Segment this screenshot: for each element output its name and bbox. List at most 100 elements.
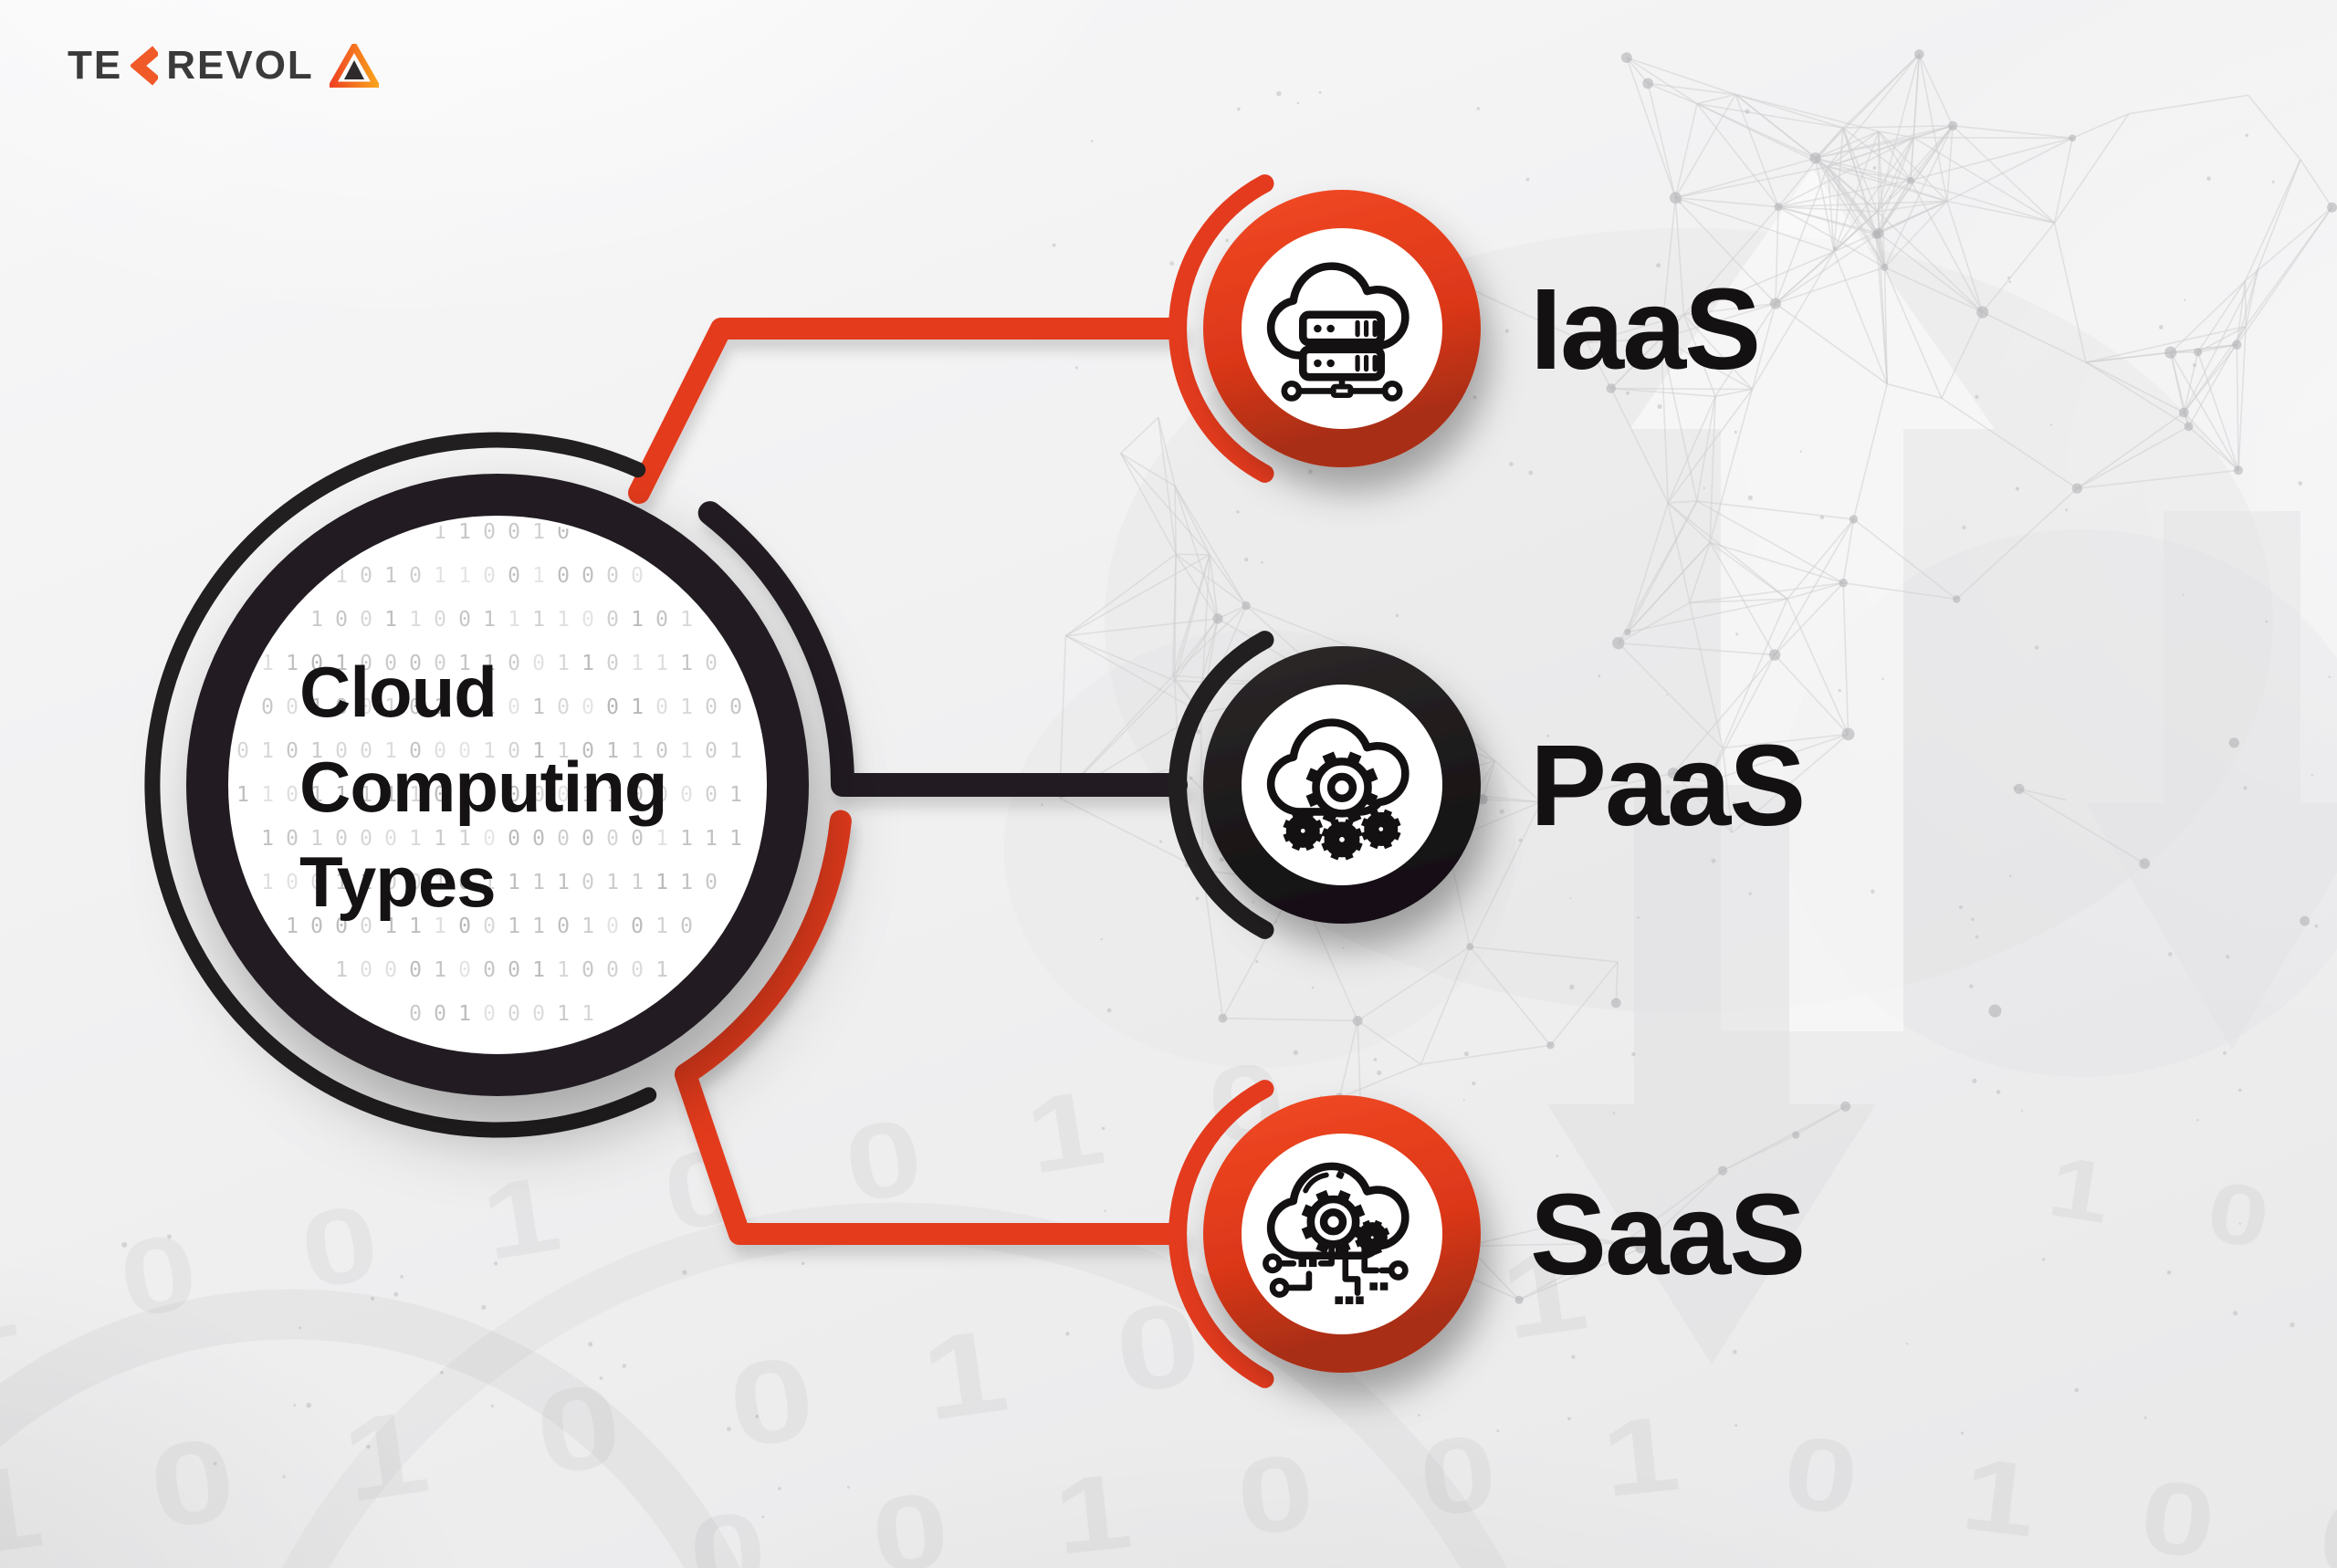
svg-text:0: 0 (458, 958, 471, 982)
svg-text:1: 1 (508, 871, 520, 894)
svg-text:1: 1 (729, 739, 742, 763)
svg-text:1: 1 (557, 958, 570, 982)
svg-text:0: 0 (508, 739, 520, 763)
svg-text:1: 1 (705, 827, 718, 851)
brand-chevron-icon (131, 46, 159, 86)
svg-text:1: 1 (409, 783, 422, 807)
svg-text:0: 0 (582, 827, 594, 851)
svg-text:0: 0 (360, 958, 372, 982)
svg-text:0: 0 (606, 827, 619, 851)
svg-text:0: 0 (557, 827, 570, 851)
svg-text:0: 0 (286, 783, 299, 807)
svg-text:1: 1 (631, 695, 644, 719)
svg-text:1: 1 (434, 564, 446, 588)
svg-text:0: 0 (655, 739, 668, 763)
svg-text:0: 0 (384, 827, 397, 851)
svg-text:1: 1 (236, 783, 249, 807)
svg-text:1: 1 (384, 783, 397, 807)
svg-text:1: 1 (729, 827, 742, 851)
svg-text:1: 1 (655, 827, 668, 851)
svg-text:1: 1 (680, 695, 693, 719)
saas-ring (1203, 1095, 1481, 1373)
svg-text:0: 0 (236, 739, 249, 763)
svg-text:0: 0 (705, 739, 718, 763)
svg-text:0: 0 (483, 564, 496, 588)
down-arrow-watermark-right (2086, 511, 2337, 1050)
cloud-circuit-icon (1263, 1162, 1410, 1304)
svg-text:1: 1 (384, 739, 397, 763)
svg-text:1: 1 (582, 652, 594, 675)
svg-text:0: 0 (631, 958, 644, 982)
svg-text:0: 0 (360, 827, 372, 851)
svg-text:0: 0 (557, 695, 570, 719)
svg-text:0: 0 (310, 871, 323, 894)
svg-text:0: 0 (458, 608, 471, 632)
svg-text:1: 1 (582, 783, 594, 807)
svg-text:0: 0 (532, 652, 545, 675)
svg-text:1: 1 (483, 695, 496, 719)
svg-text:0: 0 (582, 608, 594, 632)
svg-text:1: 1 (532, 520, 545, 544)
svg-text:0: 0 (532, 1002, 545, 1026)
svg-text:0: 0 (606, 652, 619, 675)
svg-text:0: 0 (680, 915, 693, 938)
svg-text:1: 1 (458, 520, 471, 544)
svg-text:1: 1 (261, 739, 274, 763)
paas-ring (1203, 646, 1481, 924)
svg-text:1: 1 (557, 739, 570, 763)
svg-text:0: 0 (606, 958, 619, 982)
svg-text:1: 1 (631, 608, 644, 632)
svg-text:0: 0 (335, 827, 348, 851)
svg-text:0: 0 (335, 915, 348, 938)
svg-text:0: 0 (705, 783, 718, 807)
svg-text:1: 1 (434, 871, 446, 894)
svg-text:1: 1 (532, 608, 545, 632)
svg-text:1: 1 (458, 652, 471, 675)
svg-text:1: 1 (335, 871, 348, 894)
svg-text:0: 0 (360, 695, 372, 719)
center-title-line: Types (299, 841, 497, 922)
svg-text:1: 1 (409, 827, 422, 851)
svg-text:1: 1 (335, 958, 348, 982)
svg-text:1: 1 (606, 871, 619, 894)
svg-text:0: 0 (409, 871, 422, 894)
center-title: Cloud Computing Types (299, 644, 728, 929)
svg-text:0: 0 (606, 608, 619, 632)
connector-iaas (628, 318, 1187, 504)
svg-text:0: 0 (508, 695, 520, 719)
svg-text:1: 1 (631, 652, 644, 675)
svg-text:1: 1 (655, 915, 668, 938)
svg-text:0: 0 (434, 608, 446, 632)
svg-text:1: 1 (655, 652, 668, 675)
svg-text:1: 1 (261, 827, 274, 851)
svg-text:1: 1 (286, 915, 299, 938)
svg-text:0: 0 (582, 564, 594, 588)
svg-text:1: 1 (508, 608, 520, 632)
svg-text:1: 1 (557, 652, 570, 675)
svg-text:1: 1 (310, 608, 323, 632)
svg-text:0: 0 (508, 827, 520, 851)
svg-text:0: 0 (532, 783, 545, 807)
label-paas: PaaS (1530, 720, 1806, 850)
svg-text:0: 0 (532, 827, 545, 851)
svg-text:0: 0 (458, 871, 471, 894)
svg-text:0: 0 (655, 783, 668, 807)
svg-text:0: 0 (705, 695, 718, 719)
cloud-gears-icon (1266, 718, 1410, 861)
svg-text:1: 1 (483, 871, 496, 894)
svg-text:1: 1 (606, 739, 619, 763)
svg-text:0: 0 (310, 652, 323, 675)
svg-text:1: 1 (434, 827, 446, 851)
svg-text:1: 1 (458, 783, 471, 807)
svg-text:1: 1 (483, 739, 496, 763)
saas-open-arc (1168, 1080, 1274, 1388)
svg-text:1: 1 (434, 915, 446, 938)
svg-text:1: 1 (532, 958, 545, 982)
center-title-line: Cloud (299, 652, 498, 732)
svg-text:0: 0 (606, 915, 619, 938)
svg-text:1: 1 (310, 827, 323, 851)
svg-text:0: 0 (286, 827, 299, 851)
svg-text:0: 0 (360, 739, 372, 763)
iaas-ring (1203, 190, 1481, 467)
